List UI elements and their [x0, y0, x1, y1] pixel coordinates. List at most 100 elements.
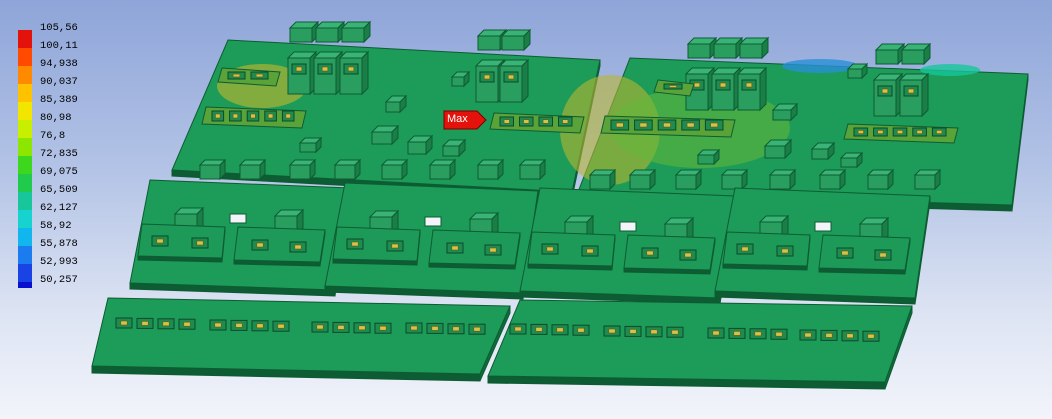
bottom-pad-core	[120, 320, 128, 326]
chip-side	[315, 136, 322, 154]
chip-side	[713, 148, 720, 166]
legend-value: 76,8	[40, 130, 66, 142]
row-socket-side	[649, 168, 656, 191]
chip-front	[840, 157, 858, 168]
max-probe-marker-icon	[443, 110, 487, 130]
legend-entry: 50,257	[18, 274, 138, 296]
chip-front	[299, 142, 317, 153]
strip-pad-core	[255, 73, 264, 78]
row-socket-side	[789, 168, 796, 191]
bottom-pad-core	[650, 329, 658, 335]
chip-side	[790, 102, 798, 122]
connector-pad-core	[483, 74, 491, 80]
connector-top-front	[713, 43, 737, 59]
legend-entry: 80,98	[18, 112, 138, 138]
connector-body-front	[899, 79, 923, 117]
bottom-pad-core	[452, 326, 460, 332]
connector-top-front	[501, 35, 525, 51]
strip-pad-core	[663, 122, 671, 128]
row-socket-front	[675, 174, 697, 190]
strip-pad-core	[523, 119, 530, 124]
connector-pad-core	[295, 66, 303, 72]
bottom-pad-core	[277, 323, 285, 329]
row-socket-side	[449, 158, 456, 181]
bottom-pad-core	[775, 331, 783, 337]
row-socket-front	[381, 164, 403, 180]
legend-swatch	[18, 138, 32, 156]
row-socket-side	[887, 168, 894, 191]
connector-top-front	[341, 27, 365, 43]
connector-body-front	[339, 57, 363, 95]
row-socket-side	[497, 158, 504, 181]
row-socket-front	[914, 174, 936, 190]
chip-side	[399, 94, 407, 114]
connector-pad-core	[745, 82, 753, 88]
chip-front	[811, 148, 829, 160]
legend-value: 85,389	[40, 94, 78, 106]
module-cutout	[229, 213, 247, 224]
legend-value: 52,993	[40, 256, 78, 268]
chip-side	[827, 141, 835, 161]
strip-pad-core	[562, 119, 569, 124]
module-plate	[722, 231, 811, 267]
row-socket-front	[721, 174, 743, 190]
connector-pad-core	[881, 88, 889, 94]
connector-pad-core	[693, 82, 701, 88]
chip-side	[463, 70, 470, 88]
module-pad-core	[586, 248, 594, 254]
module-plate	[233, 226, 326, 263]
module-plate	[818, 234, 911, 271]
chip-side	[458, 138, 466, 158]
row-socket-front	[819, 174, 841, 190]
row-socket-front	[334, 164, 356, 180]
legend-entry: 105,56	[18, 22, 138, 48]
row-socket-front	[199, 164, 221, 180]
strip-pad-core	[215, 113, 221, 119]
bottom-pad-core	[431, 326, 439, 331]
connector-top-front	[477, 35, 501, 51]
strip-pad-core	[542, 119, 549, 124]
connector-body-front	[313, 57, 337, 95]
row-socket-side	[539, 158, 546, 181]
module-plate	[623, 234, 716, 271]
connector-pad-core	[507, 74, 515, 80]
legend-value: 100,11	[40, 40, 78, 52]
bottom-pad-core	[535, 327, 543, 332]
module-cutout	[814, 221, 832, 232]
strip-pad-core	[877, 130, 884, 134]
legend-value: 62,127	[40, 202, 78, 214]
strip-pad-core	[503, 119, 510, 124]
strip-pad-core	[232, 113, 239, 119]
bottom-pad-core	[256, 323, 264, 329]
strip-pad-core	[710, 122, 719, 128]
bottom-pad-core	[141, 321, 149, 326]
chip-front	[385, 101, 401, 113]
connector-top-front	[289, 27, 313, 43]
connector-body-front	[737, 73, 761, 111]
strip-pad-core	[916, 130, 923, 134]
row-socket-front	[867, 174, 889, 190]
bottom-pad-core	[235, 323, 243, 328]
legend-swatch	[18, 30, 32, 48]
legend-entry: 58,92	[18, 220, 138, 246]
strip-pad-core	[250, 113, 256, 119]
cool-zone	[920, 64, 980, 76]
bottom-pad-core	[183, 321, 191, 327]
module-post-side	[296, 208, 304, 236]
connector-body-front	[873, 79, 897, 117]
max-probe-label[interactable]: Max	[443, 110, 487, 130]
module-pad-core	[294, 244, 302, 250]
legend-swatch	[18, 120, 32, 138]
module-plate	[428, 229, 521, 266]
module-pad-core	[879, 252, 887, 258]
row-socket-side	[695, 168, 702, 191]
legend-swatch	[18, 84, 32, 102]
legend-entry: 52,993	[18, 256, 138, 282]
module-pad-core	[351, 241, 359, 247]
legend-value: 65,509	[40, 184, 78, 196]
bottom-pad-core	[473, 326, 481, 332]
bottom-pad-core	[846, 333, 854, 339]
row-socket-front	[589, 174, 611, 190]
